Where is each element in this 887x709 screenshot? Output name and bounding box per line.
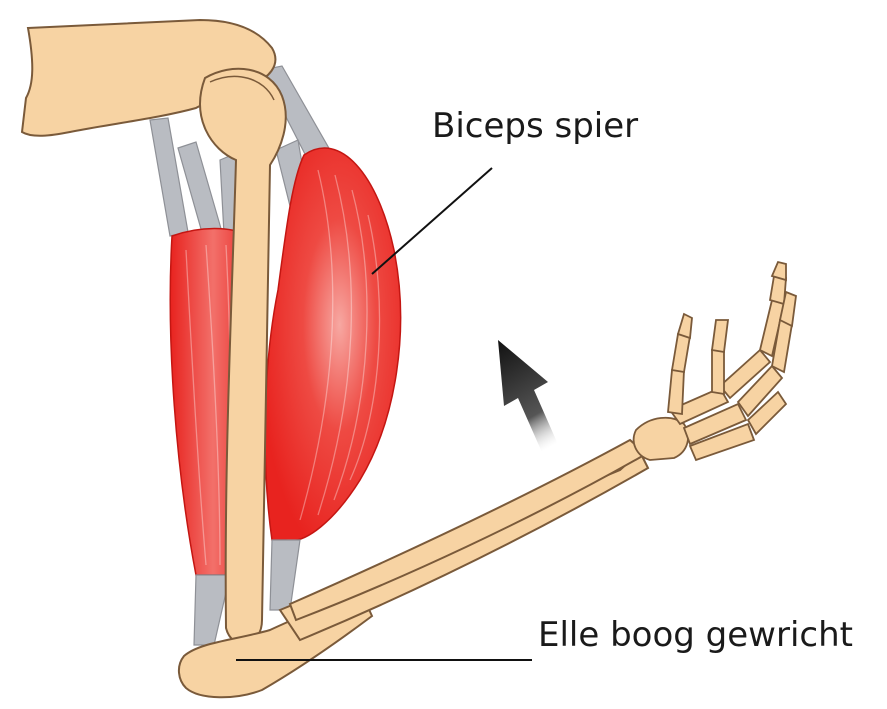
hand-bones — [634, 262, 796, 460]
biceps-label: Biceps spier — [432, 106, 638, 146]
biceps-muscle — [265, 148, 400, 541]
elbow-label: Elle boog gewricht — [538, 615, 853, 655]
biceps-leader-line — [372, 168, 492, 274]
upward-arrow-icon — [498, 340, 564, 466]
